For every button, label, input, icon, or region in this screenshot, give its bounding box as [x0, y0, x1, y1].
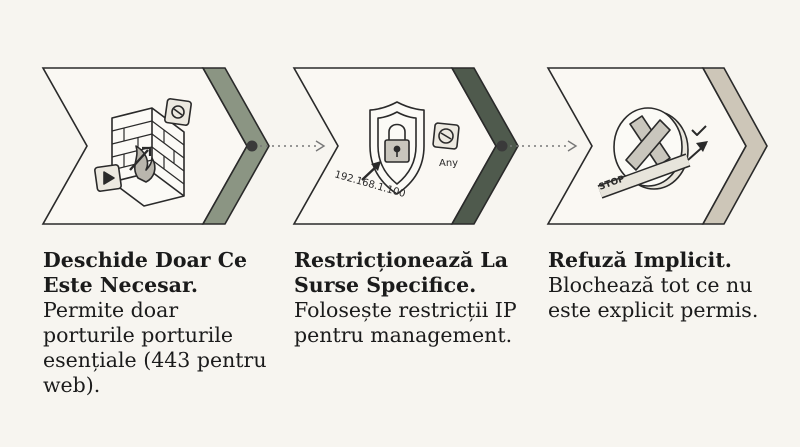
- connector-2: [496, 140, 578, 152]
- step-1-title: Deschide Doar Ce Este Necesar.: [43, 248, 248, 297]
- step-3-description: Blochează tot ce nu este explicit permis…: [548, 273, 759, 322]
- step-3-text: Refuză Implicit. Blochează tot ce nu est…: [548, 248, 778, 323]
- stop-cross-icon: STOP: [598, 107, 708, 199]
- step-2-text: Restricționează La Surse Specifice. Folo…: [294, 248, 524, 348]
- connector-dot: [496, 140, 508, 152]
- step-1-description: Permite doar porturile porturile esenția…: [43, 298, 267, 397]
- any-label: Any: [439, 158, 458, 169]
- firewall-brick-icon: [94, 98, 192, 207]
- connector-1: [246, 140, 326, 152]
- step-2-description: Folosește restricții IP pentru managemen…: [294, 298, 517, 347]
- step-2-title: Restricționează La Surse Specifice.: [294, 248, 509, 297]
- connector-dot: [246, 140, 258, 152]
- chevron-3-band: [701, 67, 768, 225]
- step-3-title: Refuză Implicit.: [548, 248, 732, 272]
- step-1-text: Deschide Doar Ce Este Necesar. Permite d…: [43, 248, 273, 398]
